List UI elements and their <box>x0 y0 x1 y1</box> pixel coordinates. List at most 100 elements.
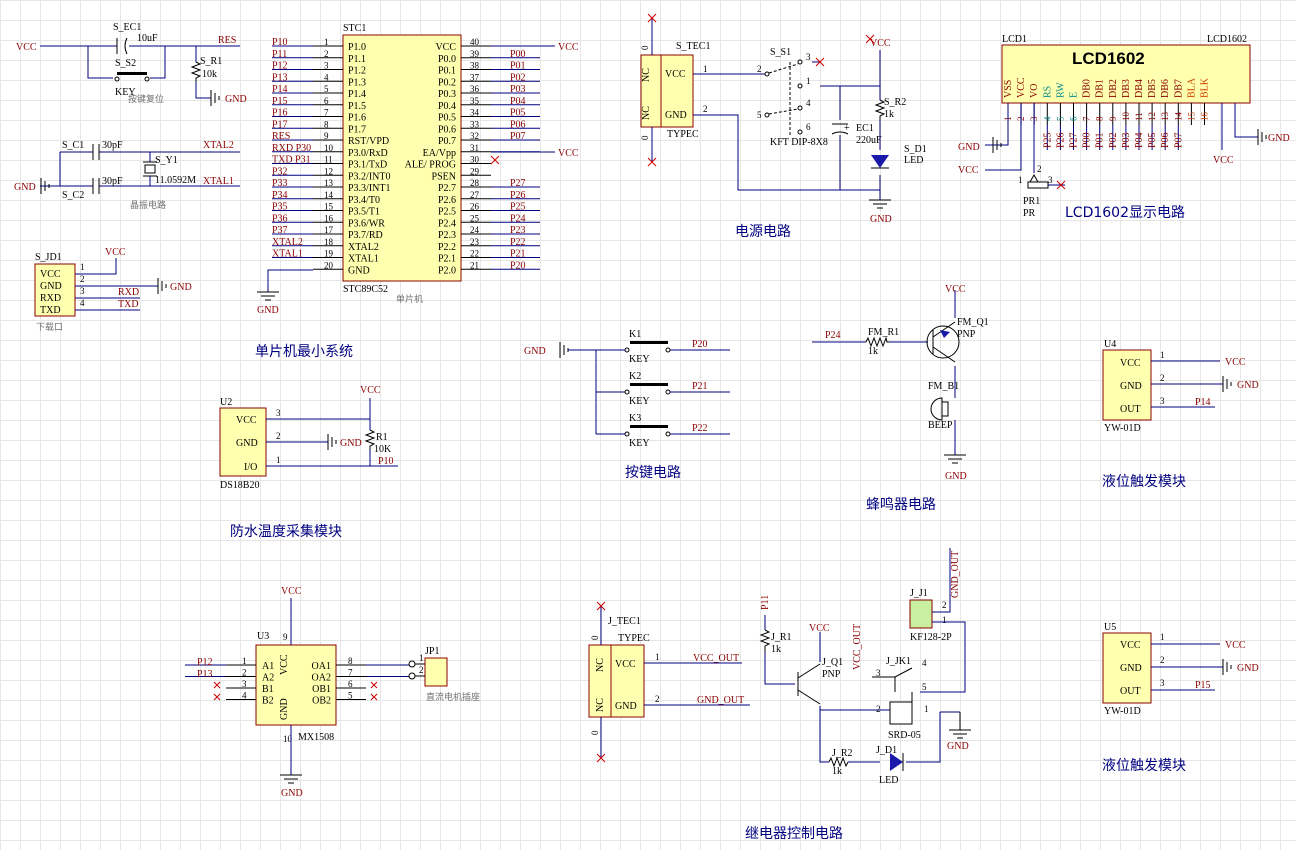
mcu-net-label: TXD P31 <box>272 155 311 166</box>
mcu-pin-num: 17 <box>324 225 334 235</box>
lcd-pin-name: DB0 <box>1082 79 1093 98</box>
power-title: 电源电路 <box>735 224 791 240</box>
temp-num-2: 2 <box>276 431 281 441</box>
lcd-vcc2: VCC <box>1213 155 1234 166</box>
temp-wires <box>266 398 398 467</box>
mcu-pin-name: P1.6 <box>348 113 366 124</box>
mcu-net-label: P15 <box>272 96 288 107</box>
mcu-pin-num: 20 <box>324 260 334 270</box>
keys-gnd: GND <box>524 346 546 357</box>
mcu-net-label: P06 <box>510 119 526 130</box>
power-jack-nc2: NC <box>641 106 652 120</box>
motor-left-num: 3 <box>242 679 247 689</box>
mcu-net-label: P26 <box>510 190 526 201</box>
mcu-pin-name: P1.3 <box>348 77 366 88</box>
power-sw-num-5: 5 <box>757 110 762 120</box>
lcd-block: LCD1 LCD1602 LCD1602 VSS1VCC2VO3RS4RW5E6… <box>958 34 1290 219</box>
mcu-pin-name: P2.5 <box>438 207 456 218</box>
lcd-power-wires <box>985 103 1065 186</box>
lcd-pot-num-2: 2 <box>1037 164 1042 174</box>
mcu-net-label: P34 <box>272 190 288 201</box>
level2-net: P15 <box>1195 680 1211 691</box>
relay-zero-1: 0 <box>590 635 600 640</box>
power-gnd: GND <box>870 214 892 225</box>
lcd-net-label: P03 <box>1121 132 1132 148</box>
power-sw-num-2: 2 <box>757 64 762 74</box>
mcu-pin-num: 24 <box>470 225 480 235</box>
level1-pin-gnd: GND <box>1120 381 1142 392</box>
mcu-pin-num: 29 <box>470 166 480 176</box>
mcu-pin-name: P3.2/INT0 <box>348 171 391 182</box>
level-module-1: U4 VCC GND OUT 1 2 3 VCC GND P14 YW-01D <box>1102 339 1259 434</box>
crystal-gnd: GND <box>14 182 36 193</box>
power-circuit: S_TEC1 VCC GND NC NC TYPEC 0 0 1 2 S_S1 … <box>640 18 927 225</box>
mcu-net-label: P07 <box>510 131 526 142</box>
relay-r1-val: 1k <box>771 644 781 655</box>
mcu-pin-num: 34 <box>470 108 480 118</box>
buzzer-circuit: P24 FM_R1 1k FM_Q1 PNP VCC FM_B1 BEEP GN… <box>812 284 989 482</box>
lcd-pin-name: DB6 <box>1160 79 1171 98</box>
level1-wires <box>1151 360 1223 408</box>
mcu-pin-num: 4 <box>324 72 329 82</box>
mcu-pin-num: 1 <box>324 37 329 47</box>
reset-wires <box>40 45 240 99</box>
temp-pin-io: I/O <box>244 462 257 473</box>
motor-left-pin: B2 <box>262 696 274 707</box>
crystal-c2-val: 30pF <box>102 176 123 187</box>
lcd-pin-num: 15 <box>1186 112 1196 122</box>
mcu-pin-num: 2 <box>324 49 329 59</box>
motor-right-num: 8 <box>348 656 353 666</box>
buzzer-gnd: GND <box>945 471 967 482</box>
lcd-pin-num: 14 <box>1173 112 1183 122</box>
reset-vcc: VCC <box>16 42 37 53</box>
relay-gnd: GND <box>947 741 969 752</box>
level2-wires <box>1151 643 1223 691</box>
lcd-pin-num: 13 <box>1160 112 1170 122</box>
power-vcc: VCC <box>870 38 891 49</box>
relay-jack-gnd: GND <box>615 701 637 712</box>
mcu-net-label: P17 <box>272 119 288 130</box>
motor-gnd: GND <box>281 788 303 799</box>
mcu-pin-num: 32 <box>470 131 479 141</box>
mcu-pin-name: P3.7/RD <box>348 230 383 241</box>
motor-right-num: 6 <box>348 679 353 689</box>
download-rxd-net: RXD <box>118 287 139 298</box>
relay-gnd-out: GND_OUT <box>950 551 961 598</box>
lcd-pin-name: DB1 <box>1095 79 1106 98</box>
lcd-pin-num: 10 <box>1121 112 1131 122</box>
lcd-pin-name: BLA <box>1186 77 1197 98</box>
relay-r2-ref: J_R2 <box>832 748 853 759</box>
level2-num-1: 1 <box>1160 632 1165 642</box>
lcd-pin-name: DB3 <box>1121 79 1132 98</box>
motor-jp-body <box>424 657 448 687</box>
crystal-c2-ref: S_C2 <box>62 190 84 201</box>
motor-right-pin: OB1 <box>312 684 331 695</box>
relay-net-vcc: VCC_OUT <box>693 653 739 664</box>
temp-body <box>219 407 267 477</box>
keys-wires <box>568 349 730 435</box>
mcu-pin-num: 25 <box>470 213 480 223</box>
mcu-pin-num: 10 <box>324 143 334 153</box>
mcu-net-label: XTAL1 <box>272 249 303 260</box>
lcd-ref: LCD1 <box>1002 34 1027 45</box>
motor-right-pin: OA2 <box>312 673 331 684</box>
relay-jk-part: SRD-05 <box>888 730 921 741</box>
level2-pin-vcc: VCC <box>1120 640 1141 651</box>
download-port: S_JD1 VCC GND RXD TXD 1 2 3 4 VCC GND RX… <box>34 247 192 333</box>
lcd-pin-name: E <box>1069 92 1080 98</box>
mcu-net-label: P37 <box>272 225 288 236</box>
temp-vcc: VCC <box>360 385 381 396</box>
mcu-comment: 单片机 <box>396 293 423 305</box>
relay-vcc: VCC <box>809 623 830 634</box>
mcu-pin-name: P1.2 <box>348 66 366 77</box>
mcu-pin-name: P2.1 <box>438 254 456 265</box>
mcu-pin-num: 15 <box>324 202 334 212</box>
power-jack-gnd: GND <box>665 110 687 121</box>
mcu-pin-num: 6 <box>324 96 329 106</box>
mcu-pin-name: VCC <box>435 42 456 53</box>
mcu-net-label: VCC <box>558 148 579 159</box>
crystal-caption: 晶振电路 <box>130 199 166 211</box>
